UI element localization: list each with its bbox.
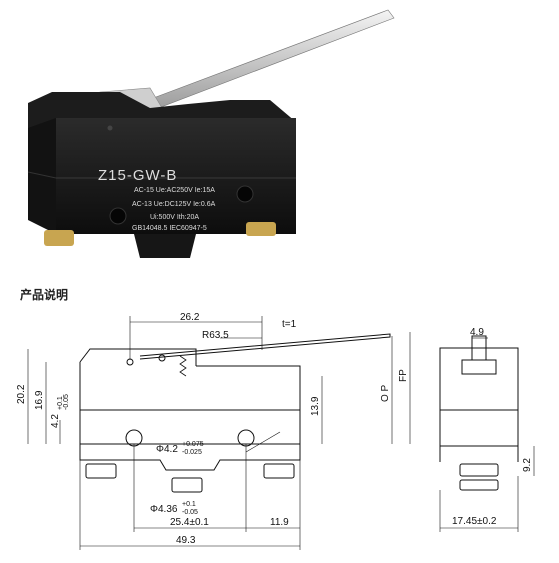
drawing-body-outline	[79, 362, 301, 445]
dim-lever-thickness: t=1	[282, 319, 297, 330]
switch-side	[28, 118, 56, 234]
terminal-left	[44, 230, 74, 246]
dim-fp: FP	[398, 369, 409, 382]
dim-hole-dia-tol-top: +0.075	[182, 441, 204, 448]
dim-hole-dia-tol-bottom: -0.025	[182, 449, 202, 456]
rating-ac: AC-15 Ue:AC250V Ie:15A	[134, 187, 215, 194]
terminal-right	[246, 222, 276, 236]
technical-drawing: 26.2 R63.5 t=1 4.9 20.2 16.9 4.2 +0.1 -0…	[16, 312, 535, 550]
dim-hole-spacing: 25.4±0.1	[170, 517, 209, 528]
standard-label: GB14048.5 IEC60947-5	[132, 225, 207, 232]
section-title: 产品说明	[20, 288, 69, 302]
mount-hole-right	[236, 185, 254, 203]
switch-body	[56, 118, 296, 234]
dim-hole-dia2-tol-top: +0.1	[182, 501, 196, 508]
mount-hole-left	[109, 207, 127, 225]
model-label: Z15-GW-B	[98, 167, 177, 184]
dim-hole-dia: Φ4.2	[156, 444, 178, 455]
dim-height-total: 20.2	[16, 384, 27, 404]
dim-side-width: 17.45±0.2	[452, 516, 497, 527]
dim-pin-height: 4.2	[50, 414, 61, 428]
rating-dc: AC-13 Ue:DC125V Ie:0.6A	[132, 201, 216, 208]
drawing-bottom-profile	[79, 444, 301, 471]
dim-lever-radius: R63.5	[202, 330, 229, 341]
dim-hole-dia2-tol-bottom: -0.05	[182, 509, 198, 516]
dim-hole-dia2: Φ4.36	[150, 504, 178, 515]
dim-height-body: 16.9	[34, 390, 45, 410]
dim-plunger-width: 4.9	[470, 327, 484, 338]
dim-pin-height-tol-top: +0.1	[57, 396, 64, 410]
dim-side-height: 9.2	[522, 458, 533, 472]
dim-hole-to-edge: 11.9	[270, 517, 289, 528]
dim-length-total: 49.3	[176, 535, 196, 546]
product-photo: Z15-GW-B AC-15 Ue:AC250V Ie:15A AC-13 Ue…	[27, 9, 395, 258]
drawing-lever	[139, 333, 391, 360]
rating-ui: Ui:500V Ith:20A	[150, 214, 199, 221]
dim-lever-offset: 26.2	[180, 312, 200, 323]
drawing-side-view	[439, 347, 519, 447]
dim-pin-height-tol-bottom: -0.05	[63, 394, 70, 410]
dim-op: O P	[380, 384, 391, 402]
dim-mount-height: 13.9	[310, 396, 321, 416]
lever-arm	[139, 9, 395, 113]
